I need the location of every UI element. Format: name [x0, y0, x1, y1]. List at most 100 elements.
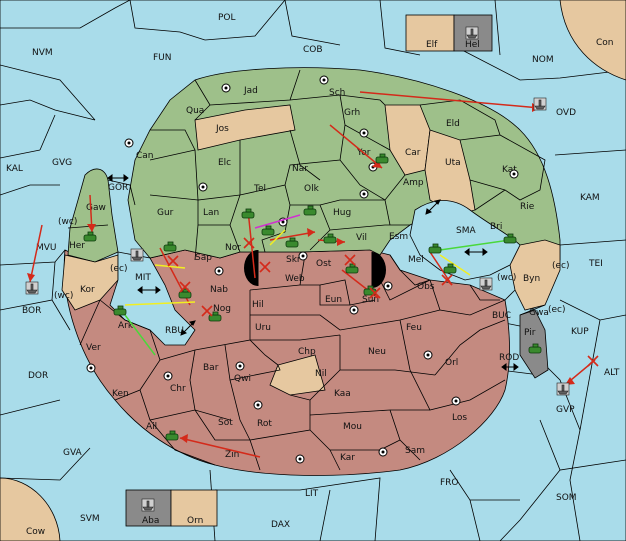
label-gwa: Gwa [529, 308, 549, 318]
label-gaw: Gaw [86, 203, 106, 213]
label-wc-mel: (wc) [497, 273, 516, 283]
label-sma: SMA [456, 226, 476, 236]
label-neu: Neu [368, 347, 386, 357]
label-lit: LIT [305, 489, 319, 499]
label-qwi: Qwi [234, 374, 251, 384]
label-grh: Grh [344, 108, 360, 118]
label-nab: Nab [210, 285, 228, 295]
province-borders [67, 69, 546, 471]
label-chp: Chp [298, 347, 316, 357]
label-nvm: NVM [32, 48, 53, 58]
label-gvg: GVG [52, 158, 72, 168]
label-buc: BUC [492, 311, 511, 321]
dislodged-cross-icon [167, 237, 599, 367]
label-rbu: RBU [165, 326, 184, 336]
label-los: Los [452, 413, 467, 423]
label-ec-mvu: (ec) [110, 264, 128, 274]
label-som: SOM [556, 493, 577, 503]
label-kor: Kor [80, 285, 95, 295]
label-hil: Hil [252, 300, 264, 310]
province-jos[interactable] [194, 104, 296, 151]
label-tel: Tel [253, 184, 266, 194]
label-fro: FRO [440, 478, 459, 488]
label-sot: Sot [218, 418, 233, 428]
label-rod: ROD [499, 353, 519, 363]
label-kam: KAM [580, 193, 600, 203]
label-wc-kor: (wc) [54, 291, 73, 301]
sea-labels: POL NVM FUN COB NOM OVD KAL GVG KAM GOR … [6, 13, 620, 530]
label-sap: Sap [195, 253, 212, 263]
label-ver: Ver [86, 343, 101, 353]
label-jos: Jos [215, 124, 229, 134]
label-ail: Ail [146, 422, 157, 432]
label-bor: BOR [22, 306, 41, 316]
label-orl: Orl [445, 358, 458, 368]
label-con: Con [596, 38, 614, 48]
label-kar: Kar [340, 453, 355, 463]
label-kat: Kat [502, 165, 517, 175]
label-ovd: OVD [556, 108, 576, 118]
label-hug: Hug [333, 208, 351, 218]
label-her: Her [69, 241, 85, 251]
label-mou: Mou [343, 422, 362, 432]
label-zin: Zin [225, 450, 239, 460]
province-orn[interactable] [170, 489, 218, 527]
land-labels: Elf Hel Con Cow Aba Orn Jad Sch Qua Jos … [26, 38, 614, 537]
label-byn: Byn [523, 274, 540, 284]
label-tei: TEI [588, 259, 603, 269]
label-ark: Ark [118, 321, 134, 331]
label-olk: Olk [304, 184, 320, 194]
label-qua: Qua [186, 106, 204, 116]
label-web: Web [285, 274, 305, 284]
label-lan: Lan [203, 208, 219, 218]
label-gor: GOR [108, 183, 128, 193]
label-fun: FUN [153, 53, 172, 63]
label-obs: Obs [417, 282, 435, 292]
supply-center-icon [86, 75, 519, 464]
label-uru: Uru [255, 323, 271, 333]
label-amp: Amp [403, 178, 424, 188]
label-bri: Bri [490, 222, 502, 232]
label-nar: Nar [292, 164, 308, 174]
label-rot: Rot [257, 419, 272, 429]
label-cob: COB [303, 45, 323, 55]
label-mvu: MVU [36, 243, 57, 253]
double-arrow-icon [107, 174, 519, 371]
label-chr: Chr [170, 384, 186, 394]
fleet-icon[interactable] [25, 26, 570, 512]
label-gur: Gur [157, 208, 174, 218]
label-alt: ALT [604, 368, 620, 378]
label-vil: Vil [356, 233, 367, 243]
canal-right [372, 252, 386, 288]
label-kup: KUP [571, 327, 589, 337]
label-can: Can [136, 151, 154, 161]
province-kor[interactable] [61, 254, 119, 311]
province-nil[interactable] [269, 354, 326, 396]
label-feu: Feu [406, 323, 422, 333]
coast-labels: (wc) (ec) (wc) (wc) (ec) (ec) [54, 217, 570, 315]
label-elf: Elf [426, 40, 438, 50]
army-icon[interactable] [83, 153, 542, 441]
label-sch: Sch [329, 88, 345, 98]
label-elc: Elc [218, 158, 231, 168]
label-ken: Ken [112, 389, 129, 399]
label-pol: POL [218, 13, 236, 23]
label-gva: GVA [63, 448, 83, 458]
label-nor: Nor [225, 243, 241, 253]
sea-mit[interactable] [109, 251, 196, 346]
label-cow: Cow [26, 527, 45, 537]
label-wc-her: (wc) [58, 217, 77, 227]
label-uta: Uta [445, 158, 461, 168]
label-orn: Orn [187, 516, 203, 526]
label-nom: NOM [532, 55, 554, 65]
label-mit: MIT [135, 273, 151, 283]
label-sun: Sun [362, 295, 379, 305]
label-esm: Esm [389, 232, 408, 242]
label-nil: Nil [315, 369, 327, 379]
label-aba: Aba [142, 516, 159, 526]
label-dor: DOR [28, 371, 48, 381]
province-elf[interactable] [405, 14, 455, 52]
label-gvp: GVP [556, 405, 575, 415]
label-ec-gwa: (ec) [548, 305, 566, 315]
